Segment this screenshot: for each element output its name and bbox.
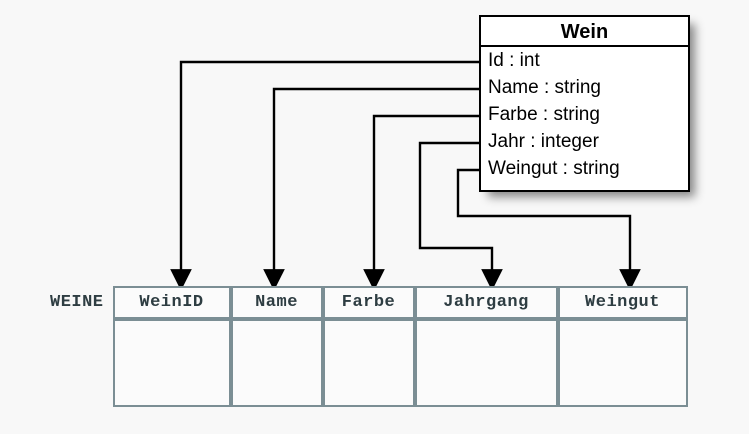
uml-attribute-id[interactable]: Id : int	[488, 50, 540, 71]
uml-class-box[interactable]: Wein Id : int Name : string Farbe : stri…	[479, 15, 690, 192]
relation-cell-weinid[interactable]	[112, 319, 231, 407]
relation-column-farbe[interactable]: Farbe	[322, 286, 415, 319]
uml-attribute-jahr[interactable]: Jahr : integer	[488, 131, 599, 152]
relation-container: WEINE WeinID Name Farbe Jahrgang Weingut	[50, 286, 688, 407]
relation-body-row	[112, 319, 688, 407]
relation-column-name[interactable]: Name	[230, 286, 323, 319]
uml-class-title: Wein	[481, 17, 688, 47]
mapping-arrow-farbe	[363, 114, 479, 291]
uml-attribute-farbe[interactable]: Farbe : string	[488, 104, 600, 125]
relation-header-row: WeinID Name Farbe Jahrgang Weingut	[112, 286, 688, 319]
uml-attribute-name[interactable]: Name : string	[488, 77, 601, 98]
mapping-arrow-name	[263, 87, 479, 291]
mapping-arrow-jahr	[418, 141, 503, 291]
relation-cell-jahrgang[interactable]	[414, 319, 558, 407]
relation-cell-weingut[interactable]	[557, 319, 688, 407]
relation-cell-farbe[interactable]	[322, 319, 415, 407]
relation-column-weinid[interactable]: WeinID	[112, 286, 231, 319]
relation-table[interactable]: WeinID Name Farbe Jahrgang Weingut	[112, 286, 688, 407]
relation-column-weingut[interactable]: Weingut	[557, 286, 688, 319]
uml-attribute-list: Id : int Name : string Farbe : string Ja…	[481, 47, 688, 182]
relation-cell-name[interactable]	[230, 319, 323, 407]
mapping-arrow-id	[170, 60, 479, 291]
uml-attribute-weingut[interactable]: Weingut : string	[488, 158, 620, 179]
relation-name-label: WEINE	[50, 293, 104, 312]
relation-column-jahrgang[interactable]: Jahrgang	[414, 286, 558, 319]
mapping-arrow-weingut	[456, 168, 641, 291]
